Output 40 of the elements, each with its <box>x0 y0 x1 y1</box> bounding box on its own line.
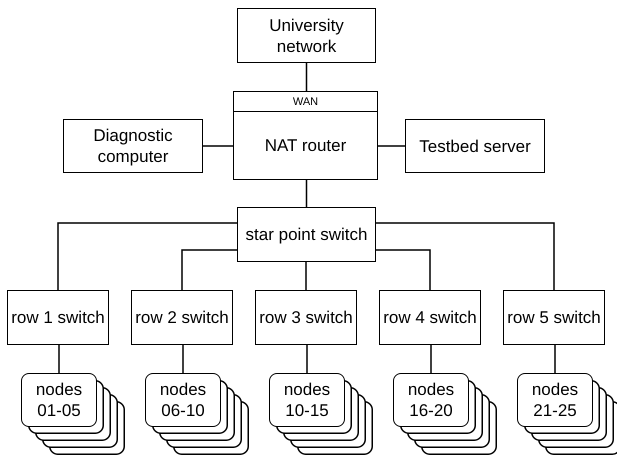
switch-box <box>379 290 481 345</box>
box-label: row 1 switch <box>11 307 105 328</box>
connector-line <box>306 63 308 91</box>
node-card: nodes 21-25 <box>517 373 593 427</box>
connector-line <box>306 180 308 207</box>
box-label: Testbed server <box>419 136 531 156</box>
connector-line <box>554 345 556 373</box>
box-label: row 4 switch <box>383 307 477 328</box>
switch-box <box>131 290 233 345</box>
device-box <box>237 8 376 63</box>
node-card: nodes 16-20 <box>393 373 469 427</box>
connector-line <box>58 345 60 373</box>
switch-box <box>7 290 109 345</box>
connector-line <box>203 145 233 147</box>
box-label: University network <box>268 14 345 56</box>
node-card: nodes 10-15 <box>269 373 345 427</box>
box-label: Diagnostic computer <box>92 125 174 167</box>
connector-line <box>378 145 405 147</box>
box-label: row 2 switch <box>135 307 229 328</box>
switch-box <box>237 207 376 262</box>
connector-line <box>306 345 308 373</box>
node-card: nodes 06-10 <box>145 373 221 427</box>
connector-line <box>182 345 184 373</box>
port-band: WAN <box>234 92 377 112</box>
connector-line <box>430 345 432 373</box>
router-label: NAT router <box>264 134 348 156</box>
box-label: row 3 switch <box>259 307 353 328</box>
connector-line <box>305 262 307 290</box>
device-box <box>63 119 203 173</box>
connector-line <box>57 222 237 290</box>
device-box <box>405 119 545 173</box>
connector-line <box>376 249 431 290</box>
switch-box <box>255 290 357 345</box>
router-box <box>233 91 378 180</box>
connector-line <box>376 222 555 290</box>
switch-box <box>503 290 605 345</box>
box-label: row 5 switch <box>507 307 601 328</box>
box-label: star point switch <box>246 224 368 245</box>
node-card: nodes 01-05 <box>21 373 97 427</box>
connector-line <box>181 249 237 290</box>
